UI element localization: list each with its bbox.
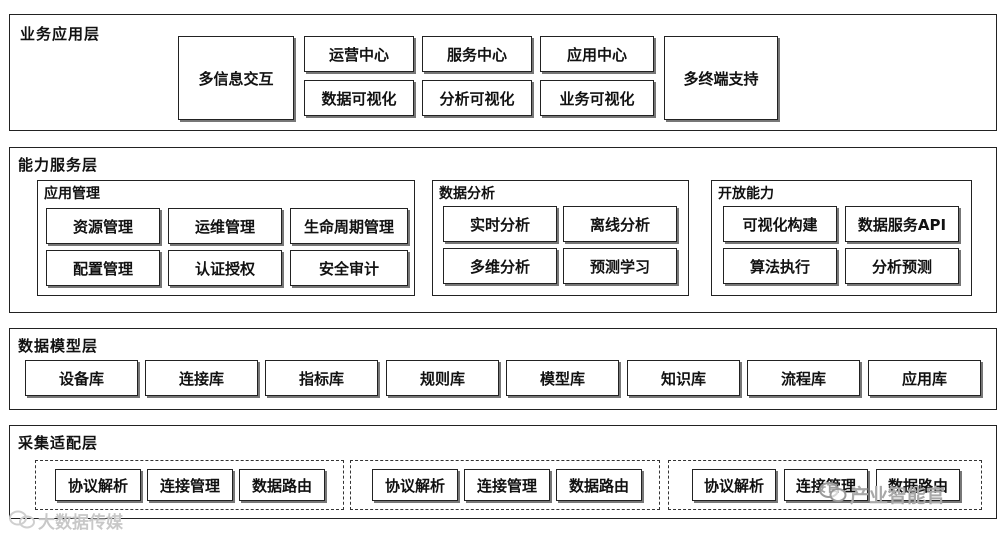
- service-center-box: 服务中心: [422, 36, 532, 72]
- multi-terminal-support-box: 多终端支持: [664, 36, 778, 120]
- auth-box: 认证授权: [168, 250, 282, 286]
- application-lib-box: 应用库: [868, 360, 981, 396]
- adapter-group-1: [35, 460, 344, 510]
- business-layer-title: 业务应用层: [20, 25, 101, 43]
- watermark-left: 大数据传媒: [38, 513, 123, 533]
- resource-management-box: 资源管理: [46, 208, 160, 244]
- data-analysis-title: 数据分析: [439, 186, 495, 202]
- process-lib-box: 流程库: [747, 360, 860, 396]
- multidim-analysis-box: 多维分析: [443, 248, 557, 284]
- analysis-prediction-box: 分析预测: [845, 248, 959, 284]
- config-management-box: 配置管理: [46, 250, 160, 286]
- protocol-parse-box-1: 协议解析: [55, 469, 141, 501]
- model-lib-box: 模型库: [506, 360, 619, 396]
- watermark-right: 产业智能官: [850, 485, 946, 507]
- adapter-group-2: [350, 460, 660, 510]
- capability-layer-title: 能力服务层: [18, 156, 99, 174]
- wechat-icon-right: [819, 482, 847, 502]
- connection-manage-box-2: 连接管理: [464, 469, 550, 501]
- multi-info-interaction-box: 多信息交互: [178, 36, 294, 120]
- operation-center-box: 运营中心: [304, 36, 414, 72]
- metric-lib-box: 指标库: [265, 360, 378, 396]
- protocol-parse-box-3: 协议解析: [692, 469, 776, 501]
- adapter-layer-title: 采集适配层: [18, 434, 99, 452]
- data-routing-box-3: 数据路由: [876, 469, 960, 501]
- business-visualization-box: 业务可视化: [540, 80, 654, 116]
- connection-lib-box: 连接库: [145, 360, 258, 396]
- visual-build-box: 可视化构建: [723, 206, 837, 242]
- data-routing-box-2: 数据路由: [556, 469, 642, 501]
- algorithm-execution-box: 算法执行: [723, 248, 837, 284]
- application-center-box: 应用中心: [540, 36, 654, 72]
- ops-management-box: 运维管理: [168, 208, 282, 244]
- data-routing-box-1: 数据路由: [239, 469, 325, 501]
- protocol-parse-box-2: 协议解析: [372, 469, 458, 501]
- realtime-analysis-box: 实时分析: [443, 206, 557, 242]
- data-model-layer-title: 数据模型层: [18, 337, 99, 355]
- analysis-visualization-box: 分析可视化: [422, 80, 532, 116]
- wechat-icon-left: [9, 510, 35, 529]
- data-service-api-box: 数据服务API: [845, 206, 959, 242]
- lifecycle-management-box: 生命周期管理: [290, 208, 408, 244]
- rule-lib-box: 规则库: [386, 360, 499, 396]
- device-lib-box: 设备库: [25, 360, 138, 396]
- data-analysis-group: 数据分析: [432, 180, 689, 296]
- open-capability-title: 开放能力: [718, 186, 774, 202]
- data-visualization-box: 数据可视化: [304, 80, 414, 116]
- knowledge-lib-box: 知识库: [627, 360, 740, 396]
- offline-analysis-box: 离线分析: [563, 206, 677, 242]
- app-management-group: 应用管理: [37, 180, 415, 296]
- open-capability-group: 开放能力: [711, 180, 972, 296]
- app-management-title: 应用管理: [44, 186, 100, 202]
- security-audit-box: 安全审计: [290, 250, 408, 286]
- adapter-group-3: [668, 460, 982, 510]
- connection-manage-box-1: 连接管理: [147, 469, 233, 501]
- predictive-learning-box: 预测学习: [563, 248, 677, 284]
